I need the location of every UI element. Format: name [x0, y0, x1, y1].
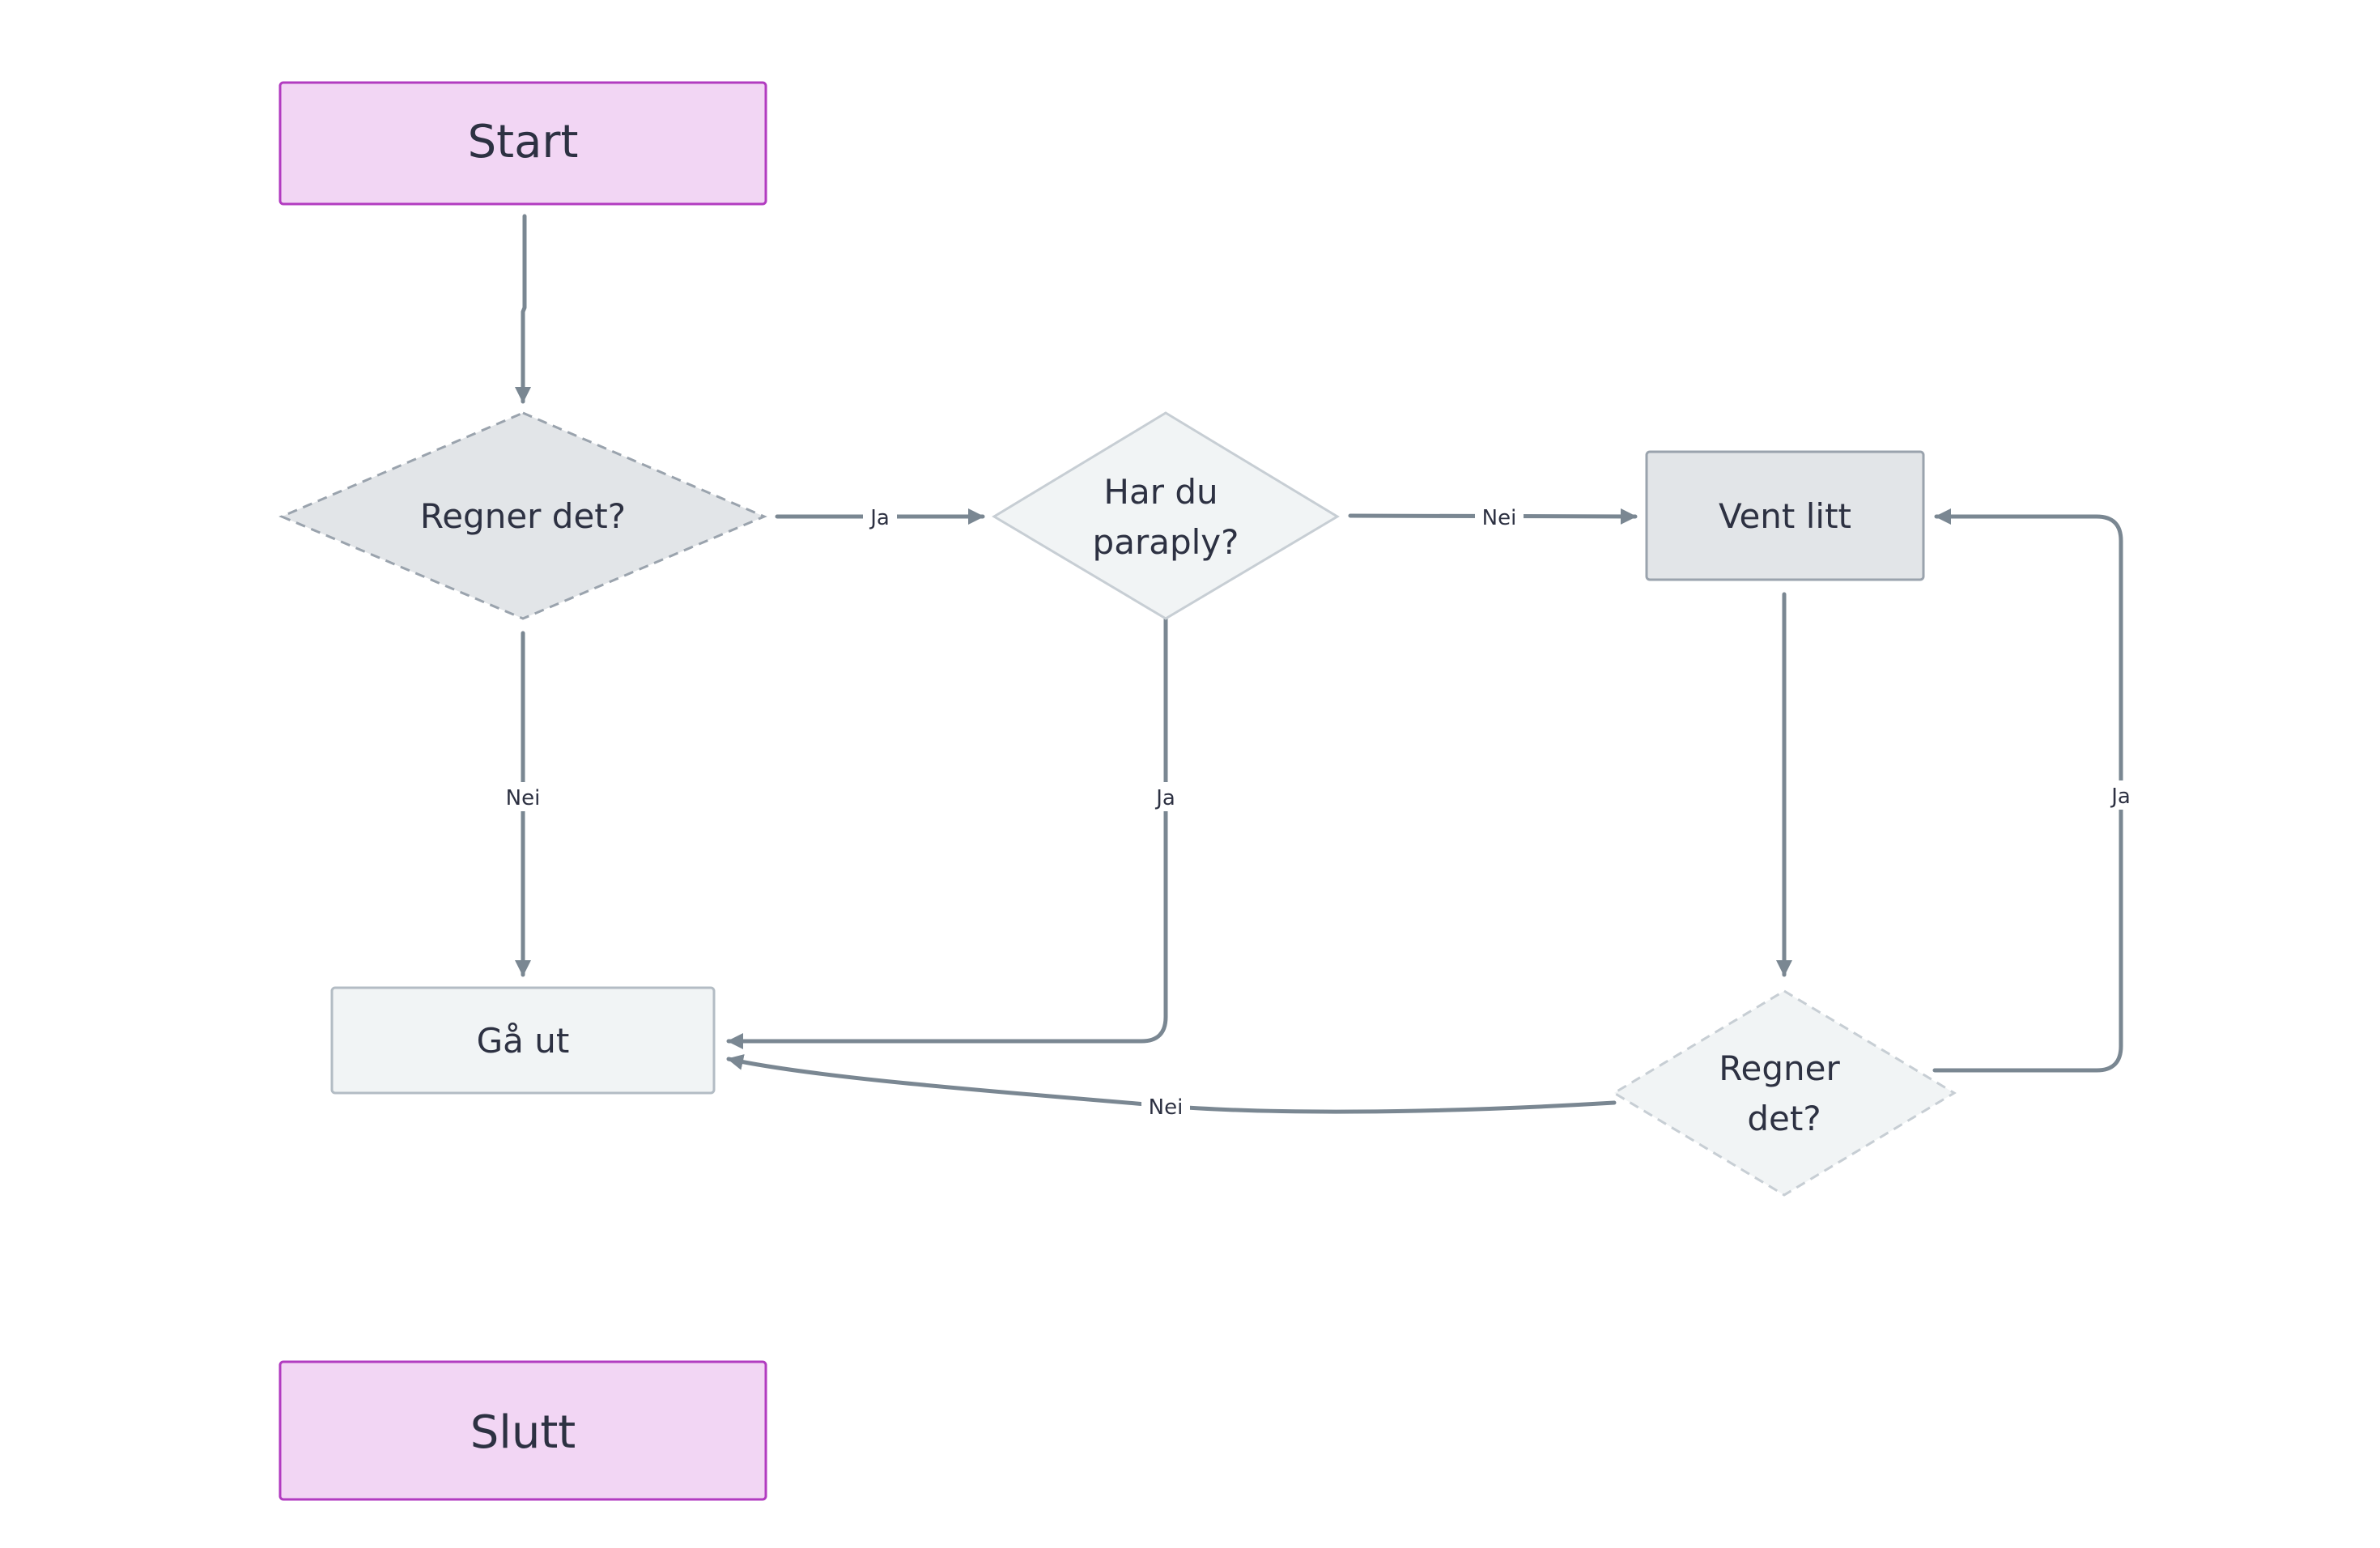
process-ga-ut: Gå ut: [330, 986, 716, 1095]
edge-regner-det-2-to-ga-ut: Nei: [726, 1054, 1617, 1121]
decision-regner-det-2-line1: Regner: [1719, 1048, 1840, 1088]
process-vent-litt: Vent litt: [1645, 450, 1925, 581]
process-ga-ut-label: Gå ut: [477, 1021, 570, 1061]
start-node: Start: [278, 81, 767, 206]
edge-label-ja-2: Ja: [1154, 786, 1175, 810]
edge-regner-det-2-to-vent-litt: Ja: [1932, 508, 2139, 1073]
edge-regner-det-to-paraply: Ja: [775, 502, 985, 531]
edge-start-to-regner-det: [515, 214, 531, 404]
edge-regner-det-to-ga-ut: Nei: [499, 631, 547, 977]
end-node: Slutt: [278, 1360, 767, 1501]
edge-label-nei-1: Nei: [1482, 506, 1517, 530]
edge-label-ja-3: Ja: [2110, 785, 2131, 809]
process-vent-litt-label: Vent litt: [1719, 496, 1851, 536]
decision-har-du-paraply: Har du paraply?: [992, 411, 1340, 620]
decision-regner-det-label: Regner det?: [420, 496, 626, 536]
edge-label-nei-3: Nei: [1149, 1095, 1184, 1120]
decision-regner-det-2: Regner det?: [1612, 989, 1957, 1197]
decision-har-du-paraply-line2: paraply?: [1093, 522, 1239, 562]
edge-paraply-to-ga-ut: Ja: [726, 616, 1184, 1049]
edge-label-nei-2: Nei: [506, 786, 541, 810]
edge-label-ja-1: Ja: [869, 506, 890, 530]
decision-regner-det: Regner det?: [278, 411, 767, 620]
end-label: Slutt: [470, 1406, 576, 1459]
edge-paraply-to-vent-litt: Nei: [1348, 502, 1638, 531]
decision-har-du-paraply-line1: Har du: [1103, 472, 1218, 512]
decision-regner-det-2-line2: det?: [1747, 1099, 1821, 1138]
start-label: Start: [468, 116, 579, 168]
